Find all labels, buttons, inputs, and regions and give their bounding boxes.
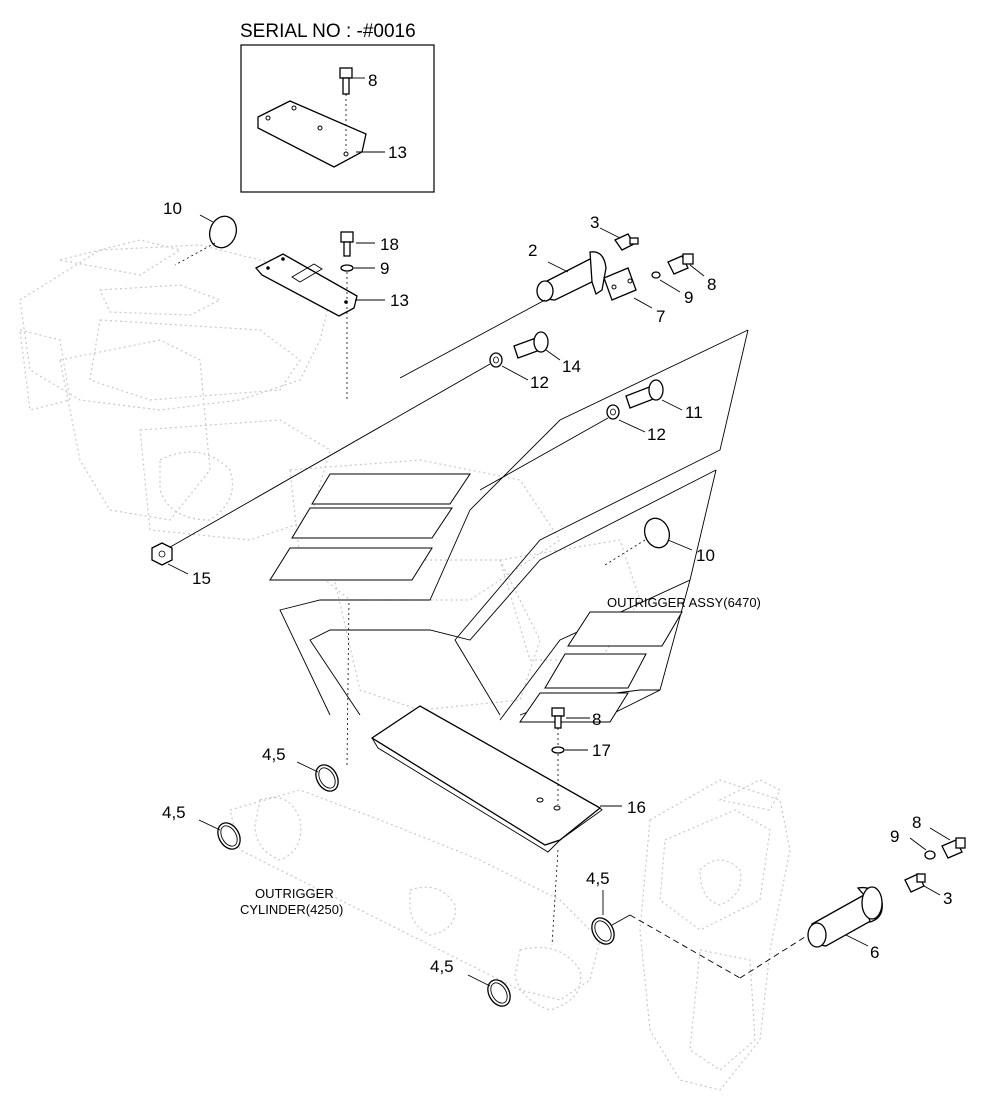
callout-6: 6 (870, 943, 879, 962)
serial-number-label: SERIAL NO : -#0016 (240, 21, 416, 42)
seal-rings-4-5: 4,5 4,5 4,5 4,5 (162, 599, 631, 1007)
callout-16: 16 (627, 798, 646, 817)
background-bracket-ghost (639, 779, 791, 1091)
callout-10-upper: 10 (163, 199, 182, 218)
callout-18: 18 (380, 235, 399, 254)
lock-plate (603, 267, 637, 301)
callout-4-5-d: 4,5 (430, 957, 454, 976)
bolt-11-group: 11 12 (479, 379, 703, 491)
cover-plate-group: 18 9 13 (254, 231, 409, 400)
callout-12-upper: 12 (530, 373, 549, 392)
callout-3-upper: 3 (590, 213, 599, 232)
callout-inset-8: 8 (368, 71, 377, 90)
callout-4-5-a: 4,5 (262, 745, 286, 764)
callout-13: 13 (390, 291, 409, 310)
callout-12-lower: 12 (647, 425, 666, 444)
callout-3-lower: 3 (943, 889, 952, 908)
callout-8-upper: 8 (707, 275, 716, 294)
callout-2: 2 (528, 241, 537, 260)
decal-stripes (269, 473, 683, 723)
outrigger-assy-caption: OUTRIGGER ASSY(6470) (607, 595, 761, 610)
serial-inset: SERIAL NO : -#0016 8 13 (240, 21, 435, 193)
pin-2-group: 3 2 8 9 7 (399, 213, 716, 379)
callout-15: 15 (192, 569, 211, 588)
cylinder-caption-line2: CYLINDER(4250) (240, 902, 343, 917)
background-cylinder-ghost (229, 789, 601, 1011)
callout-11: 11 (685, 403, 703, 422)
callout-17: 17 (592, 741, 611, 760)
callout-7: 7 (656, 307, 665, 326)
callout-4-5-b: 4,5 (162, 803, 186, 822)
pin-6-group: 6 3 9 8 (629, 813, 966, 979)
callout-8-cover: 8 (592, 710, 601, 729)
callout-8-lower: 8 (912, 813, 921, 832)
callout-10-lower: 10 (696, 546, 715, 565)
cylinder-caption-line1: OUTRIGGER (255, 886, 334, 901)
callout-9-upper: 9 (380, 259, 389, 278)
oring-10-upper: 10 (163, 199, 238, 266)
bolt-icon (339, 67, 353, 79)
oring-10-lower: 10 (604, 517, 715, 566)
callout-9-lower: 9 (890, 827, 899, 846)
callout-9-pin: 9 (684, 288, 693, 307)
callout-4-5-c: 4,5 (586, 869, 610, 888)
bolt-14-group: 14 12 (164, 331, 581, 551)
nut-15: 15 (151, 542, 211, 588)
cover-16: 8 17 16 (370, 705, 646, 946)
callout-inset-13: 13 (388, 143, 407, 162)
callout-14: 14 (562, 357, 581, 376)
